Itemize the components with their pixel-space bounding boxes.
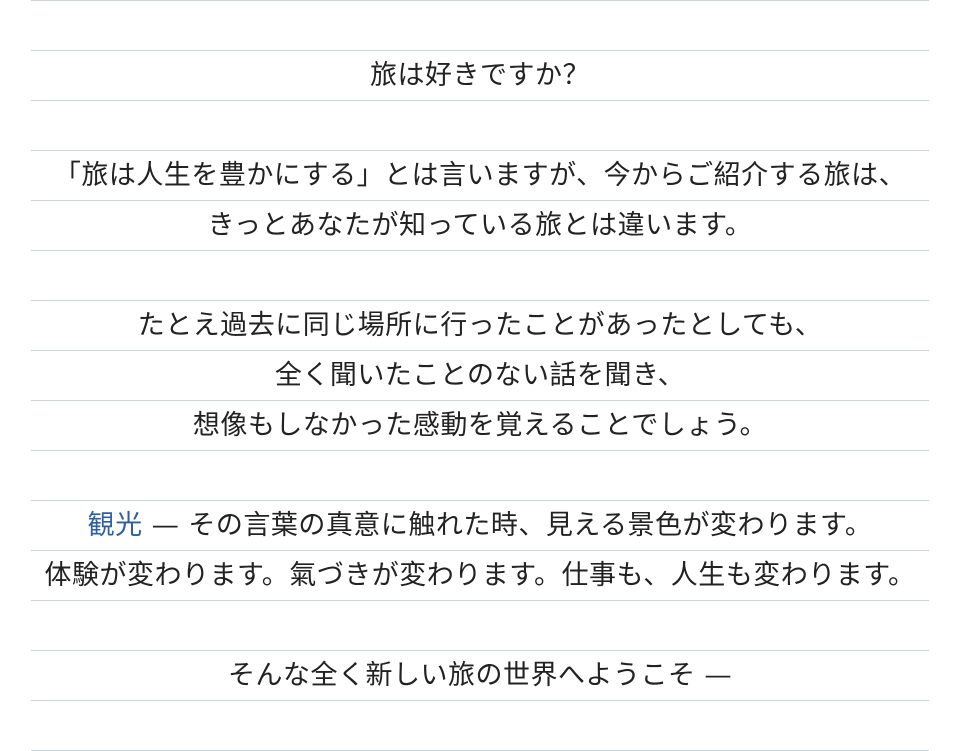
- paragraph-2-line-3: 想像もしなかった感動を覚えることでしょう。: [192, 410, 768, 441]
- closing-line: そんな全く新しい旅の世界へようこそ —: [227, 660, 733, 691]
- paragraph-3-line-1-text: — その言葉の真意に触れた時、見える景色が変わります。: [142, 510, 873, 541]
- paragraph-3-line-2: 体験が変わります。氣づきが変わります。仕事も、人生も変わります。: [44, 560, 916, 591]
- paragraph-3-line-1: 観光 — その言葉の真意に触れた時、見える景色が変わります。: [0, 501, 960, 551]
- heading-question: 旅は好きですか？: [370, 60, 590, 91]
- ruled-background: [31, 0, 929, 751]
- highlight-word: 観光: [87, 510, 143, 541]
- paragraph-1-line-2: きっとあなたが知っている旅とは違います。: [207, 210, 753, 241]
- paragraph-2-line-2: 全く聞いたことのない話を聞き、: [274, 360, 686, 391]
- paragraph-2-line-1: たとえ過去に同じ場所に行ったことがあったとしても、: [137, 310, 823, 341]
- paragraph-1-line-1: 「旅は人生を豊かにする」とは言いますが、今からご紹介する旅は、: [53, 160, 907, 191]
